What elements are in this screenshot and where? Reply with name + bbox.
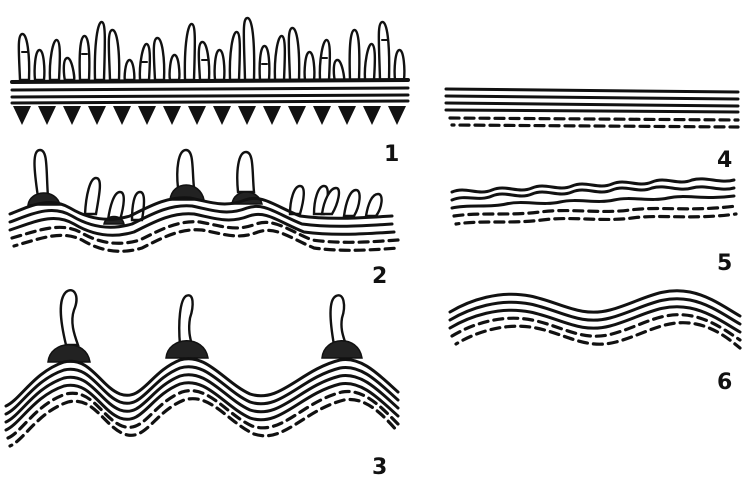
panel-4-label: 4 — [717, 148, 732, 173]
panel-1-cell-base — [13, 106, 31, 125]
panel-1-hypha — [95, 22, 105, 80]
panel-1-hypha — [64, 58, 74, 80]
panel-1-hypha — [395, 50, 405, 80]
panel-1-hypha — [320, 40, 330, 80]
panel-1-hypha — [365, 44, 375, 80]
panel-1-cell-base — [138, 106, 156, 125]
panel-1-cell-base — [313, 106, 331, 125]
panel-3-substrate — [8, 391, 398, 446]
panel-1-hypha — [109, 30, 119, 80]
panel-1-cell-base — [288, 106, 306, 125]
panel-3-hyphae — [61, 290, 346, 345]
panel-1-cell-base — [188, 106, 206, 125]
panel-5-substrate — [454, 206, 736, 224]
panel-1-cell-base — [238, 106, 256, 125]
panel-1-cell-base — [163, 106, 181, 125]
panel-1-hypha — [275, 36, 285, 80]
panel-1: 1 — [12, 18, 408, 167]
panel-1-hyphae — [19, 18, 405, 80]
panel-1-hypha — [215, 50, 225, 80]
panel-1-cell-base — [88, 106, 106, 125]
panel-4: 4 — [446, 89, 738, 173]
panel-6-surface-layers — [450, 291, 740, 332]
panel-1-cell-base — [338, 106, 356, 125]
panel-1-cell-base — [388, 106, 406, 125]
panel-2-label: 2 — [372, 264, 387, 289]
panel-1-cell-base — [263, 106, 281, 125]
panel-3: 3 — [6, 290, 398, 477]
panel-1-surface-layers — [12, 80, 408, 103]
panel-6: 6 — [450, 291, 740, 395]
panel-1-hypha — [350, 30, 360, 80]
panel-1-hypha — [50, 40, 60, 80]
panel-5: 5 — [452, 179, 736, 276]
panel-1-cell-base — [63, 106, 81, 125]
panel-1-hypha — [334, 60, 344, 80]
panel-1-cell-base — [38, 106, 56, 125]
panel-1-cell-base — [213, 106, 231, 125]
panel-1-hypha — [244, 18, 254, 80]
panel-1-hypha — [230, 32, 240, 80]
panel-3-basal-nodes — [48, 341, 362, 362]
panel-1-hypha — [185, 24, 195, 80]
panel-5-label: 5 — [717, 251, 732, 276]
panel-1-hypha — [170, 55, 180, 80]
panel-1-cell-base — [113, 106, 131, 125]
panel-1-hypha — [125, 60, 135, 80]
panel-1-cell-base — [363, 106, 381, 125]
panel-2: 2 — [10, 150, 398, 289]
panel-1-hypha — [80, 36, 90, 80]
panel-6-label: 6 — [717, 370, 732, 395]
panel-1-hypha — [35, 50, 45, 80]
panel-1-hypha — [289, 28, 299, 80]
panel-4-substrate — [450, 118, 738, 127]
panel-1-hypha — [154, 38, 164, 80]
panel-1-cell-bases — [13, 106, 406, 125]
panel-3-label: 3 — [372, 455, 387, 477]
panel-1-hypha — [379, 22, 389, 80]
panel-1-label: 1 — [384, 142, 399, 167]
panel-5-surface-layers — [452, 179, 734, 208]
panel-1-hypha — [19, 34, 29, 80]
panel-1-hypha — [305, 52, 315, 80]
panel-4-surface-layers — [446, 89, 738, 112]
